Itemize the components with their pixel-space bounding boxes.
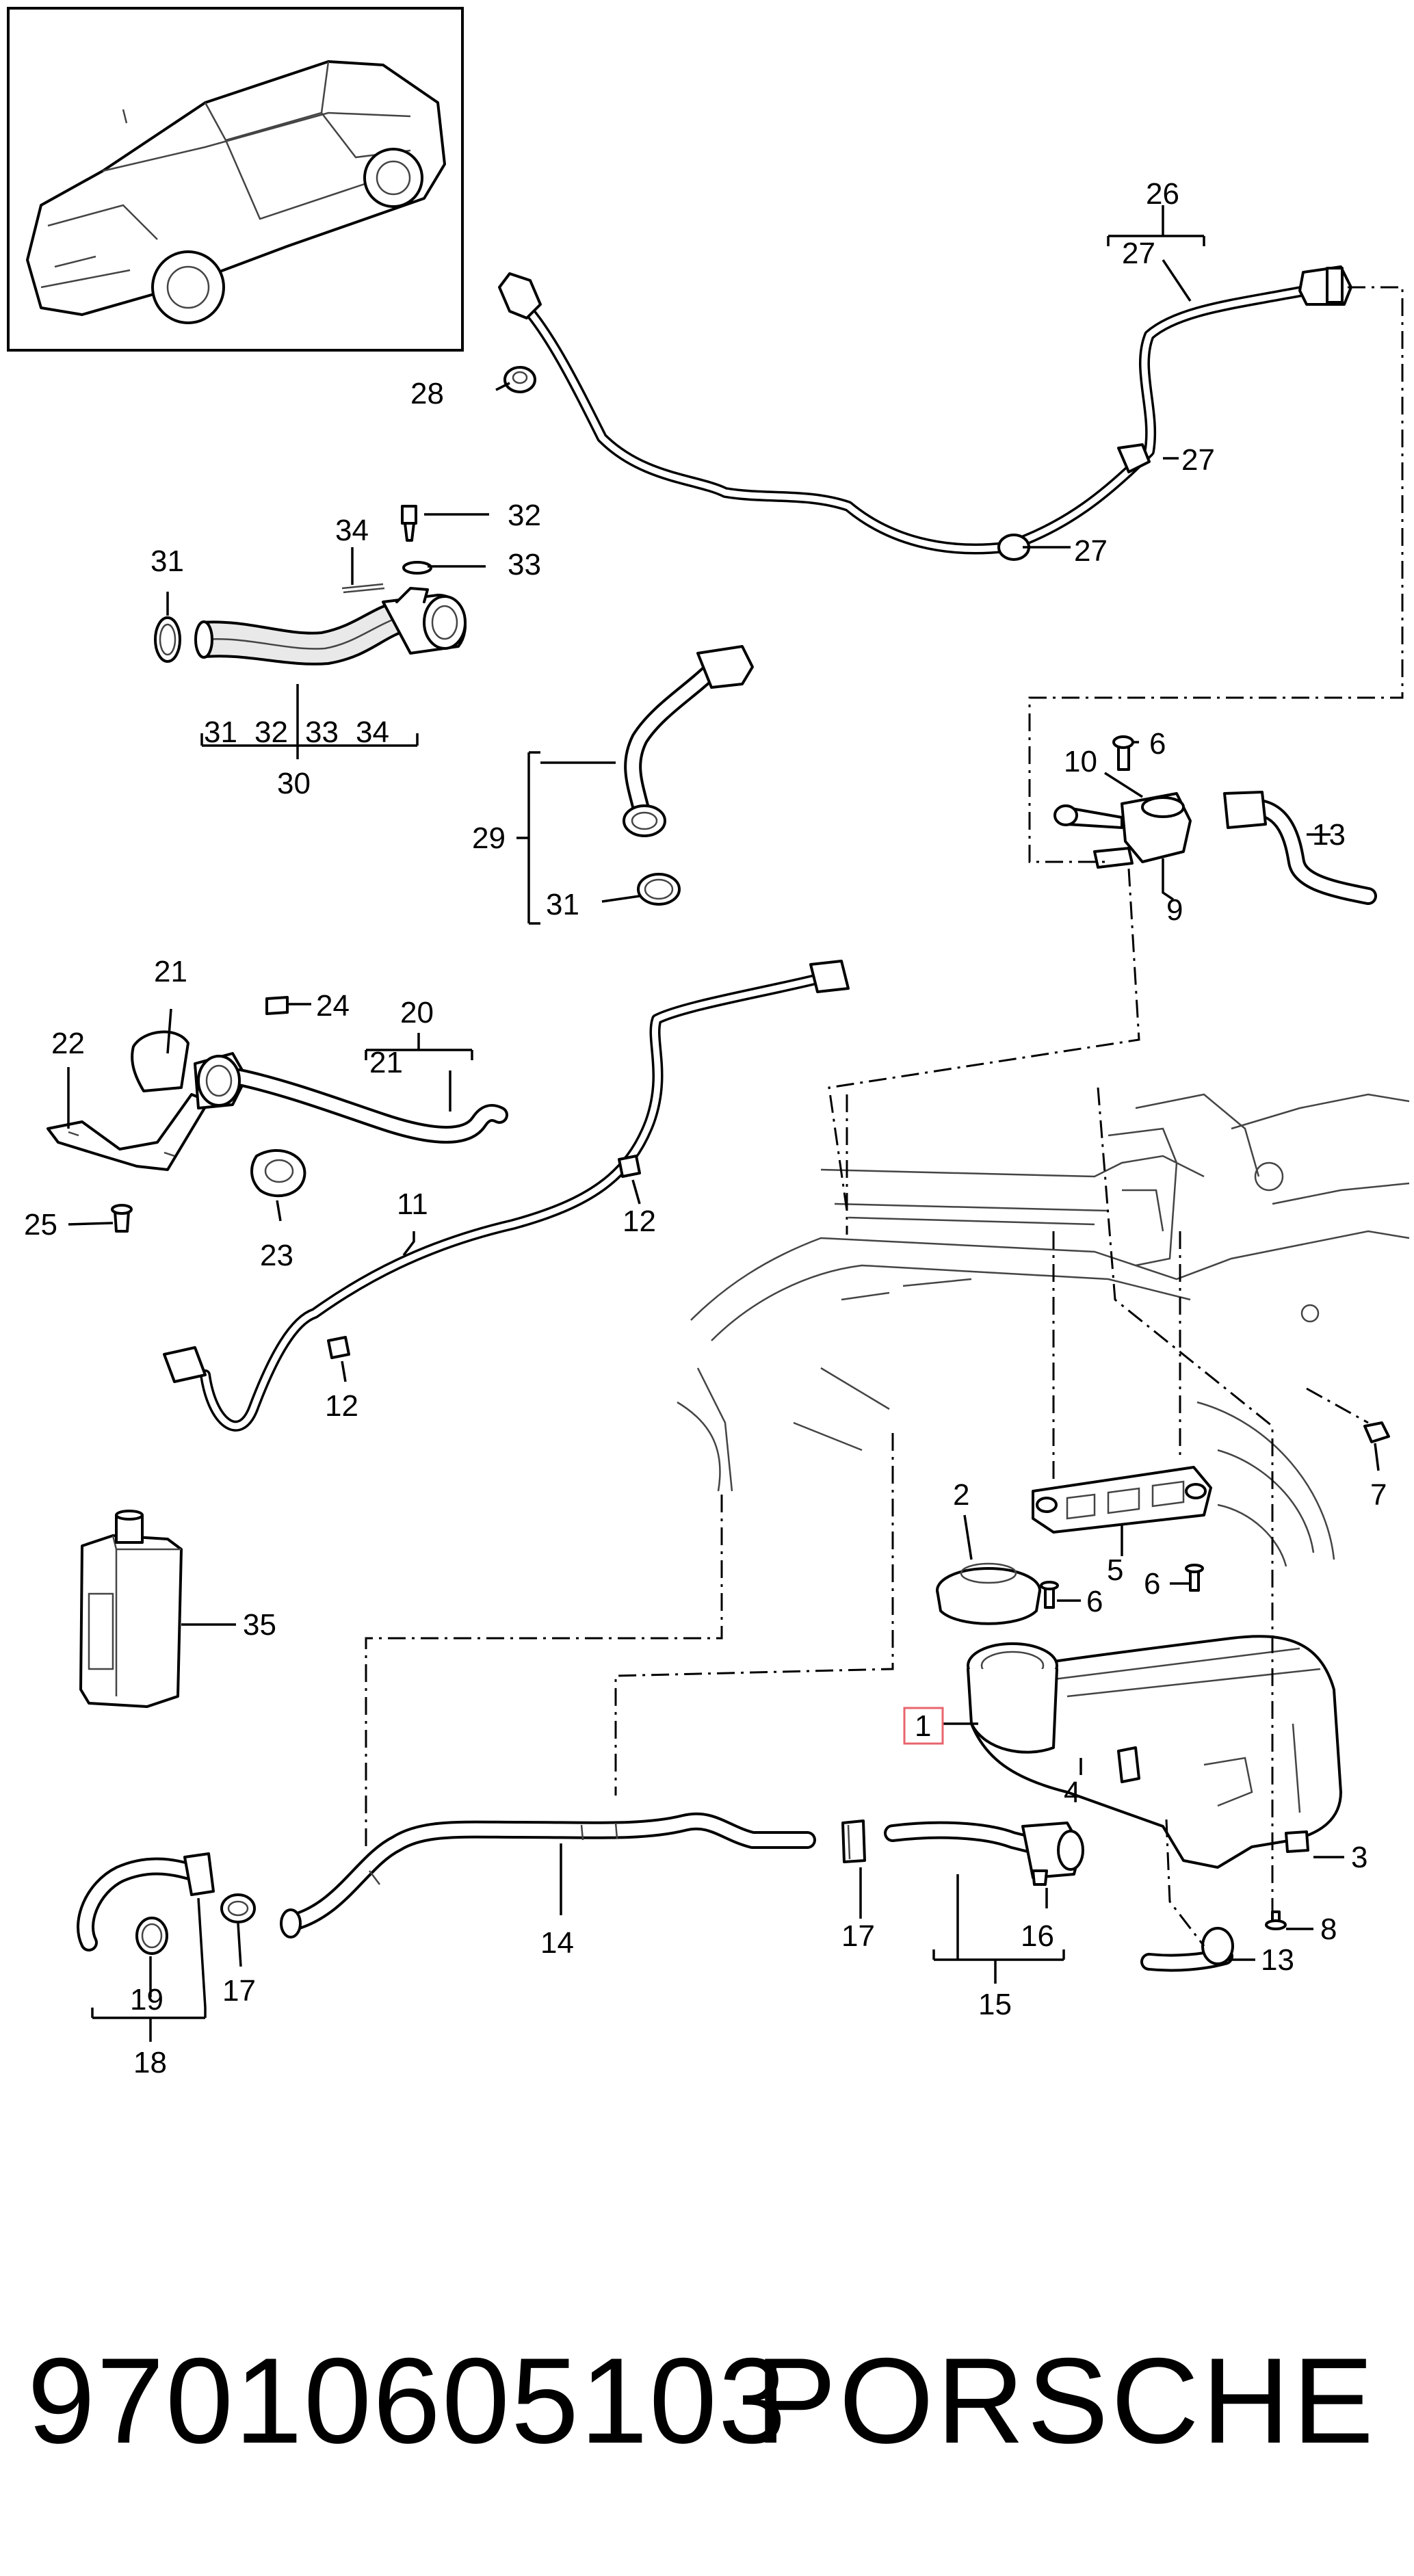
hose-20-assembly bbox=[47, 996, 508, 1233]
callout-19: 19 bbox=[130, 1983, 163, 2016]
callout-4: 4 bbox=[1064, 1776, 1080, 1809]
coolant-pipe-26 bbox=[498, 265, 1352, 561]
callout-27-mid: 27 bbox=[1181, 443, 1215, 477]
callout-18: 18 bbox=[133, 2046, 167, 2079]
callout-14: 14 bbox=[540, 1926, 574, 1960]
callout-32: 32 bbox=[508, 499, 541, 532]
callout-15: 15 bbox=[978, 1988, 1012, 2021]
callout-6-valve: 6 bbox=[1149, 727, 1166, 761]
hose-29 bbox=[623, 645, 754, 906]
callout-35: 35 bbox=[243, 1608, 276, 1642]
callout-31: 31 bbox=[150, 544, 184, 578]
clip-28 bbox=[503, 366, 536, 393]
callout-33: 33 bbox=[508, 548, 541, 581]
callout-28: 28 bbox=[410, 377, 444, 410]
callout-12-left: 12 bbox=[325, 1389, 358, 1423]
leader-lines bbox=[67, 205, 1380, 2042]
hose-30-assembly bbox=[154, 505, 467, 666]
callout-1: 1 bbox=[915, 1709, 931, 1743]
brand-name: PORSCHE bbox=[755, 2332, 1376, 2469]
callout-11: 11 bbox=[397, 1187, 428, 1221]
callout-31-bracket: 31 bbox=[204, 715, 237, 749]
callout-10: 10 bbox=[1064, 745, 1097, 778]
highlight-box-1 bbox=[903, 1707, 944, 1745]
callout-34: 34 bbox=[335, 514, 369, 547]
callout-31-hose: 31 bbox=[546, 888, 579, 921]
callout-7: 7 bbox=[1370, 1478, 1387, 1512]
callout-27-top: 27 bbox=[1122, 237, 1155, 270]
callout-9: 9 bbox=[1166, 893, 1183, 927]
callout-26: 26 bbox=[1146, 177, 1179, 211]
expansion-tank-1 bbox=[967, 1635, 1342, 1930]
hose-14 bbox=[280, 1812, 816, 1938]
callout-13-low: 13 bbox=[1261, 1943, 1294, 1977]
callout-8: 8 bbox=[1320, 1913, 1337, 1946]
callout-33-bracket: 33 bbox=[305, 715, 339, 749]
coolant-pipe-11 bbox=[163, 960, 850, 1432]
callout-20: 20 bbox=[400, 996, 434, 1029]
hose-18 bbox=[77, 1852, 215, 1955]
valve-assembly-9 bbox=[1053, 735, 1377, 905]
callout-27-low: 27 bbox=[1074, 534, 1108, 568]
callout-labels: 26 27 27 27 28 32 33 34 31 31 32 33 34 3… bbox=[24, 177, 1387, 2079]
coolant-bottle-35 bbox=[79, 1510, 183, 1708]
callout-17-right: 17 bbox=[841, 1919, 875, 1953]
callout-6-bracket: 6 bbox=[1144, 1567, 1160, 1601]
callout-29: 29 bbox=[472, 822, 506, 855]
part-number: 97010605103 bbox=[27, 2332, 787, 2469]
vehicle-body-structure bbox=[677, 1093, 1410, 1567]
callout-2: 2 bbox=[953, 1478, 969, 1512]
footer: 97010605103 PORSCHE bbox=[0, 2319, 1414, 2483]
callout-34-bracket: 34 bbox=[356, 715, 389, 749]
callout-23: 23 bbox=[260, 1239, 293, 1272]
clamp-17 bbox=[220, 1819, 866, 1923]
callout-12-right: 12 bbox=[623, 1205, 656, 1238]
car-thumbnail bbox=[7, 7, 464, 352]
callout-13-top: 13 bbox=[1312, 818, 1346, 852]
callout-21-bracket: 21 bbox=[369, 1046, 403, 1079]
hose-13-lower bbox=[1140, 1927, 1234, 1972]
bracket-5 bbox=[1032, 1466, 1212, 1534]
callout-24: 24 bbox=[316, 989, 350, 1023]
hose-15 bbox=[884, 1821, 1084, 1886]
filler-cap-2 bbox=[936, 1562, 1041, 1625]
callout-25: 25 bbox=[24, 1208, 57, 1241]
callout-17-left: 17 bbox=[222, 1974, 256, 2008]
callout-6-cap: 6 bbox=[1086, 1585, 1103, 1618]
callout-16: 16 bbox=[1021, 1919, 1054, 1953]
callout-5: 5 bbox=[1107, 1553, 1123, 1587]
callout-22: 22 bbox=[51, 1027, 85, 1060]
connection-lines bbox=[365, 286, 1404, 1947]
callout-30: 30 bbox=[277, 767, 311, 800]
callout-3: 3 bbox=[1351, 1841, 1367, 1874]
callout-21-clamp: 21 bbox=[154, 955, 187, 988]
callout-32-bracket: 32 bbox=[254, 715, 288, 749]
